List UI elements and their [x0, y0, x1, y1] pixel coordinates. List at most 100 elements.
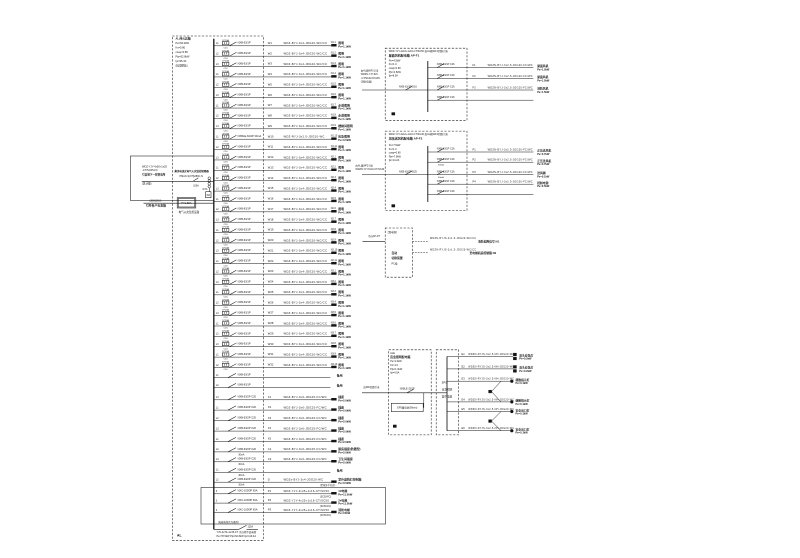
- mcb-symbol: [222, 145, 230, 149]
- cable-spec: WDZ-BYJ-3x4-JDG20-WC/CC: [284, 218, 328, 222]
- terminal-symbol: [331, 85, 337, 88]
- phase-label: L3: [216, 281, 219, 284]
- subpanel-header-line: Kx=1.0: [389, 148, 397, 151]
- mcb-rating: 1P20A: [222, 143, 229, 146]
- terminal-symbol: [331, 429, 337, 432]
- phase-label: L2: [216, 417, 219, 420]
- mcb-curve: C16: [224, 89, 229, 91]
- loop-link: [491, 381, 502, 392]
- load-power: Pe=1.1kW: [338, 96, 351, 100]
- breaker-switch: [437, 148, 444, 153]
- cable-spec: WDZ-BYJ-3x4-JDG20-WC/CC: [284, 249, 328, 253]
- mcb-rating: 1P20A: [222, 70, 229, 73]
- load-name: 插座: [338, 425, 344, 430]
- subpanel-header-line: Ijs=8.5A: [388, 75, 398, 78]
- route-note: (SC50-FC): [320, 506, 331, 508]
- phase-label: L3: [216, 312, 219, 315]
- breaker-label: NXB-63/2P C20: [238, 467, 257, 471]
- load-name: 走道照明: [337, 102, 350, 107]
- breaker-label: NXB-63/1P: [238, 72, 251, 76]
- load-tag: N1.2: [331, 51, 337, 54]
- rcd-rating: 30mA: [238, 484, 244, 487]
- breaker-switch: [227, 383, 237, 388]
- load-tag: N1.6: [331, 93, 337, 96]
- circuit-number: W4: [268, 72, 273, 76]
- phase-label: L1: [216, 260, 219, 263]
- breaker-switch: [229, 166, 237, 171]
- breaker-switch: [227, 373, 237, 378]
- mcb-curve: C16: [224, 99, 229, 101]
- fire-monitor-model: PMAC-S(XH)280C-N: [180, 175, 204, 178]
- incoming-note: YJV-4x70+1x35-CT 引自地下变电所: [217, 530, 257, 534]
- load-power: Pe=1.1kW: [338, 314, 351, 318]
- cable-spec: WDZN-RYJS-3x2.5-NH-JDG20-WC: [468, 427, 514, 430]
- circuit-number: X4: [268, 426, 272, 430]
- phase-label: L1: [216, 104, 219, 107]
- load-power: Pe=0.1kW: [537, 175, 550, 179]
- mcb-rating: 1P20A: [222, 122, 229, 125]
- breaker-switch: [227, 477, 237, 483]
- load-power: Pe=0.1kW: [516, 412, 529, 416]
- mcb-symbol: [222, 103, 230, 108]
- cable-spec: WDZ-BYJ-3x6-JDG25-FC/WC: [284, 447, 327, 451]
- subpanel-header-line: 屋面风机配电箱 AP-F1: [389, 53, 420, 58]
- cable-spec: WDZ-BYJ-3x4-JDG20-WC/CC: [284, 352, 328, 356]
- subpanel-header-line: Ijs=14.2A: [388, 159, 399, 162]
- mcb-symbol: [222, 41, 230, 46]
- circuit-number: W14: [268, 176, 274, 180]
- phase-label: L1: [216, 291, 219, 294]
- circuit-number: F2: [473, 74, 477, 78]
- mcb-symbol: [222, 217, 230, 222]
- circuit-number: W22: [268, 259, 274, 263]
- terminal-symbol: [331, 313, 337, 317]
- meter-out-label: 引至各户电表箱: [146, 202, 166, 207]
- spare-label: 备用: [336, 373, 343, 378]
- breaker-switch: [229, 228, 237, 233]
- mcb-rating: 1P20A: [222, 340, 229, 343]
- breaker-switch: [229, 238, 237, 244]
- terminal-symbol: [331, 282, 337, 286]
- mcb-rating: 1P20A: [222, 298, 229, 301]
- mcb-curve: C16: [224, 151, 229, 153]
- subpanel-header-line: Pe=4.5kW: [389, 59, 401, 62]
- load-power: Pe=1.1kW: [338, 366, 351, 370]
- load-tag: N3.5: [331, 311, 337, 314]
- mcb-curve: C16: [224, 286, 229, 288]
- phase-label: L2: [216, 177, 219, 180]
- mcb-curve: C16: [224, 338, 229, 340]
- breaker-label: NXB-63/1P C16: [437, 63, 455, 66]
- mcb-rating: 1P20A: [222, 278, 229, 281]
- breaker-switch: [229, 249, 237, 254]
- terminal-symbol: [331, 365, 337, 369]
- breaker-switch: [406, 388, 414, 394]
- load-name: 屋面风机: [537, 64, 548, 68]
- terminal-symbol: [331, 439, 337, 443]
- incoming-cable-line: -CT/SC65-FC: [142, 168, 158, 172]
- circuit-number: W32: [268, 363, 274, 367]
- circuit-number: D: [268, 477, 270, 481]
- mcb-curve: C16: [224, 348, 229, 350]
- load-tag: N2.11: [331, 259, 338, 262]
- mcb-symbol: [222, 311, 230, 315]
- panel-header-line: Kx=0.80: [176, 46, 186, 50]
- ats-inner-line: PC级: [392, 261, 398, 265]
- mcb-rating: 1P20A: [222, 184, 229, 187]
- breaker-switch: [229, 290, 237, 296]
- load-power: Pe=1.1kW: [338, 55, 351, 59]
- mcb-symbol: [222, 352, 230, 357]
- breaker-switch: [229, 218, 237, 223]
- breaker-switch: [229, 114, 237, 119]
- loop-lamp-symbol: [488, 419, 492, 423]
- breaker-switch: [229, 135, 237, 140]
